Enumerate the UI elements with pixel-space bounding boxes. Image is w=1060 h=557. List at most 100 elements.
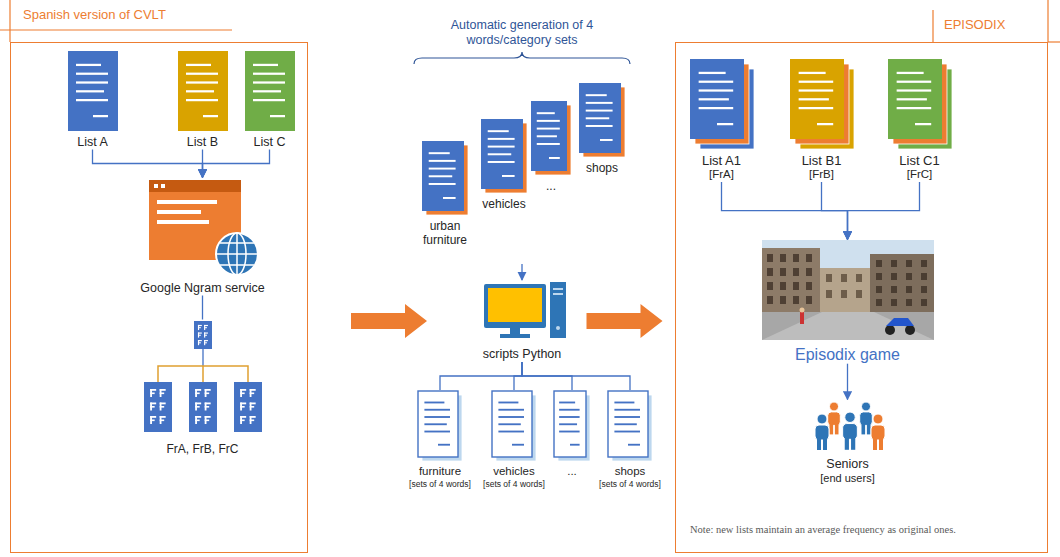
document-icon-part <box>600 139 613 141</box>
connector <box>202 296 203 320</box>
web-service-icon-part <box>220 243 254 265</box>
frequency-files-icon-part <box>204 419 209 421</box>
frequency-files-icon-part <box>240 389 246 391</box>
frequency-files-icon-part <box>195 392 200 394</box>
frequency-files-icon-part <box>240 416 246 418</box>
document-icon-part <box>418 391 458 457</box>
document-icon-part <box>554 391 586 457</box>
document-icon-part <box>698 98 728 100</box>
game-screenshot-part <box>841 290 847 298</box>
document-icon-part <box>488 153 512 155</box>
document-icon-part <box>614 416 640 418</box>
frequency-files-icon-part <box>249 392 254 394</box>
game-screenshot-part <box>767 268 773 276</box>
computer-icon-part <box>484 284 546 328</box>
frequency-files-icon-part <box>150 406 155 408</box>
document-icon-part <box>559 402 575 404</box>
document-icon-part <box>93 115 108 117</box>
people-icon-part <box>873 414 883 424</box>
document-icon-part <box>186 72 218 74</box>
connector <box>440 362 522 390</box>
frequency-files-icon-part <box>204 392 209 394</box>
document-icon <box>789 58 855 150</box>
document-icon-part <box>424 402 444 404</box>
computer-icon: scripts Python <box>470 280 574 362</box>
game-screenshot-part <box>767 254 773 262</box>
game-screenshot-part <box>762 240 934 340</box>
document-icon-part <box>698 80 733 82</box>
document-icon <box>417 390 463 462</box>
document-icon-part <box>512 444 524 446</box>
document-icon-part <box>586 117 610 119</box>
document-icon-part <box>798 80 833 82</box>
game-screenshot-part <box>921 286 927 293</box>
document-icon: List B <box>168 50 238 150</box>
game-screenshot-part <box>806 282 812 290</box>
document-icon-part <box>537 128 560 130</box>
document-icon-part <box>253 99 285 101</box>
node-label: [FrA] <box>680 168 764 182</box>
game-screenshot-part <box>891 299 897 306</box>
web-service-icon-part <box>157 220 209 224</box>
frequency-files-icon-part <box>195 389 201 391</box>
document-icon-part <box>549 157 560 159</box>
document-icon-part <box>178 51 228 131</box>
game-screenshot-part <box>780 268 786 276</box>
document-stack: List A1[FrA] <box>680 58 764 182</box>
game-screenshot-part <box>793 268 799 276</box>
document-icon-part <box>76 90 104 92</box>
game-screenshot-part <box>906 273 912 280</box>
connector <box>203 150 270 178</box>
document-icon-part <box>628 444 640 446</box>
document-icon-part <box>253 63 278 65</box>
frequency-files-icon-part <box>159 419 164 421</box>
user-group: Seniors[end users] <box>808 400 888 485</box>
document-icon-part <box>896 71 923 73</box>
frequency-files-icon-part <box>150 419 155 421</box>
computer-icon-part <box>488 288 542 322</box>
brace-part <box>414 52 630 64</box>
web-service-icon-part <box>157 200 217 204</box>
document-icon-part <box>186 63 211 65</box>
node-label: Seniors <box>808 457 888 472</box>
people-icon-part <box>834 423 838 434</box>
document-icon-part <box>186 99 218 101</box>
frequency-files-icon-part <box>158 366 248 382</box>
panel-heading: Spanish version of CVLT <box>23 7 166 23</box>
frequency-files-icon-part <box>240 406 245 408</box>
frame-lines-part <box>0 29 232 30</box>
document-icon-part <box>203 115 218 117</box>
node-label: vehicles <box>478 197 530 211</box>
node-label: [FrB] <box>780 168 864 182</box>
people-icon-part <box>871 425 885 440</box>
game-screenshot-part <box>886 318 914 326</box>
people-icon-part <box>829 423 833 434</box>
document-icon-part <box>614 402 634 404</box>
people-icon-part <box>873 438 877 450</box>
document-icon-part <box>559 423 577 425</box>
frequency-files-icon-part <box>204 416 210 418</box>
game-screenshot-part <box>856 290 862 298</box>
document-icon-part <box>488 161 515 163</box>
document-icon-part <box>608 391 648 457</box>
document-icon: List A <box>58 50 128 150</box>
game-screenshot-part <box>906 286 912 293</box>
document-icon-part <box>498 431 524 433</box>
category-document: vehicles <box>478 118 530 211</box>
people-icon-part <box>844 437 848 450</box>
document-icon-part <box>559 431 579 433</box>
frequency-files-icon-part <box>150 416 156 418</box>
frequency-files-icon-part <box>159 389 165 391</box>
frequency-files-icon-part <box>249 416 255 418</box>
document-icon-part <box>488 138 515 140</box>
document-icon-part <box>76 99 108 101</box>
game-screenshot-part <box>767 296 773 304</box>
category-document: shops <box>574 82 630 175</box>
frequency-files-icon-part <box>197 327 200 328</box>
game-screenshot-part <box>876 260 882 267</box>
frequency-files-icon-part <box>202 349 203 366</box>
document-icon-part <box>429 183 456 185</box>
frequency-files-icon-part <box>240 402 246 404</box>
frequency-files-icon-part <box>150 392 155 394</box>
